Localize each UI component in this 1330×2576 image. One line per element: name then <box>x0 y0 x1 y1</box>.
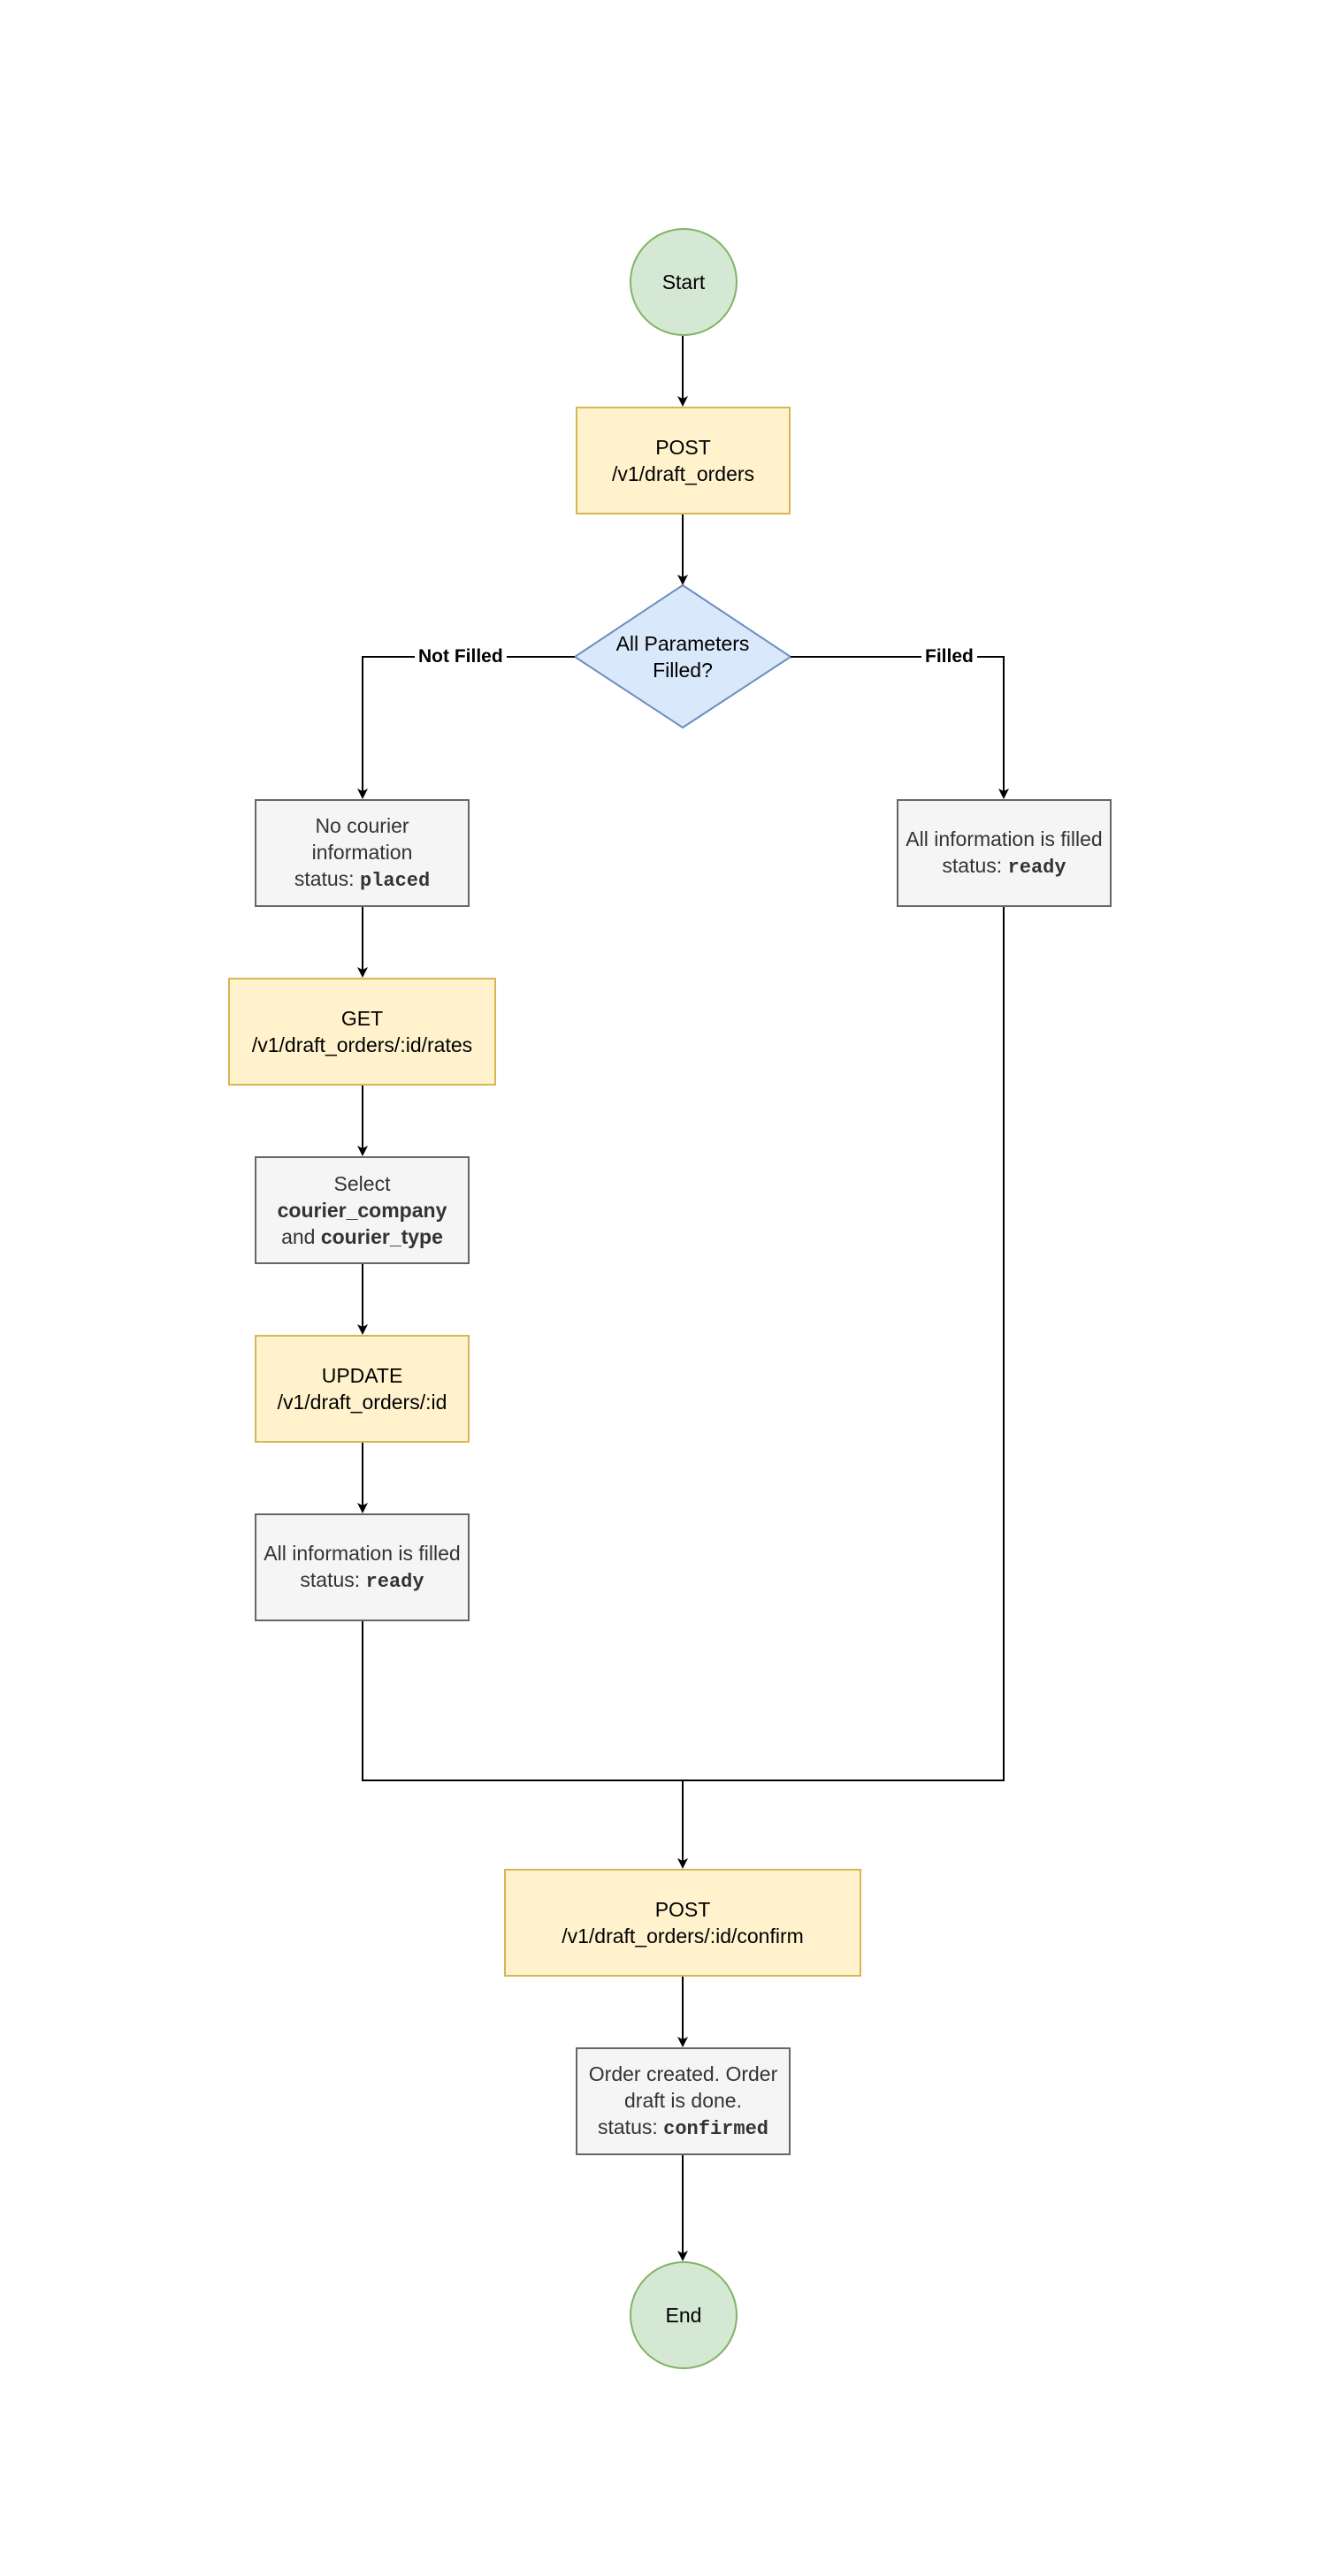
edge-decision-filled <box>791 656 1009 799</box>
get-rates-node[interactable]: GET /v1/draft_orders/:id/rates <box>228 978 496 1086</box>
start-node[interactable]: Start <box>630 228 738 336</box>
get-path-label: /v1/draft_orders/:id/rates <box>251 1033 473 1056</box>
no-courier-status: status: placed <box>294 865 430 895</box>
status-value-placed: placed <box>359 869 431 892</box>
select-line-3: and courier_type <box>281 1223 443 1250</box>
post-confirm-node[interactable]: POST /v1/draft_orders/:id/confirm <box>504 1869 861 1977</box>
select-courier-company: courier_company <box>277 1199 447 1222</box>
confirm-path-label: /v1/draft_orders/:id/confirm <box>562 1924 804 1947</box>
filled-right-node[interactable]: All information is filled status: ready <box>897 799 1112 907</box>
filled-left-status: status: ready <box>300 1566 424 1596</box>
filled-label: Filled <box>921 646 977 667</box>
status-value-confirmed: confirmed <box>663 2117 768 2140</box>
status-value-ready: ready <box>365 1570 424 1593</box>
filled-right-status: status: ready <box>942 852 1066 881</box>
decision-line-1: All Parameters <box>615 632 750 655</box>
status-value-ready: ready <box>1007 856 1066 879</box>
not-filled-label: Not Filled <box>415 646 507 667</box>
filled-left-node[interactable]: All information is filled status: ready <box>255 1513 470 1621</box>
decision-line-2: Filled? <box>653 659 713 682</box>
select-courier-type: courier_type <box>320 1225 443 1248</box>
post-draft-orders-node[interactable]: POST /v1/draft_orders <box>576 407 791 514</box>
select-courier-node[interactable]: Select courier_company and courier_type <box>255 1156 470 1264</box>
select-and: and <box>281 1225 321 1248</box>
no-courier-line-2: information <box>311 840 413 864</box>
post-method-label: POST <box>655 436 711 459</box>
edge-right-merge <box>683 907 1005 1781</box>
order-created-node[interactable]: Order created. Order draft is done. stat… <box>576 2047 791 2155</box>
start-label: Start <box>661 271 706 293</box>
decision-label: All Parameters Filled? <box>575 621 791 692</box>
edge-left-merge <box>362 1621 683 1781</box>
get-method-label: GET <box>340 1007 384 1030</box>
status-prefix: status: <box>294 866 360 890</box>
order-line-1: Order created. Order <box>588 2062 778 2085</box>
select-line-1: Select <box>333 1172 391 1195</box>
filled-right-line-1: All information is filled <box>906 827 1103 850</box>
confirm-method-label: POST <box>654 1898 711 1921</box>
no-courier-node[interactable]: No courier information status: placed <box>255 799 470 907</box>
decision-diamond[interactable] <box>573 583 792 729</box>
edge-decision-not-filled <box>357 656 575 799</box>
update-path-label: /v1/draft_orders/:id <box>277 1391 447 1414</box>
end-node[interactable]: End <box>630 2261 738 2369</box>
no-courier-line-1: No courier <box>315 813 409 837</box>
update-method-label: UPDATE <box>321 1364 403 1387</box>
order-status: status: confirmed <box>598 2114 768 2143</box>
status-prefix: status: <box>598 2115 664 2138</box>
status-prefix: status: <box>942 853 1008 877</box>
update-node[interactable]: UPDATE /v1/draft_orders/:id <box>255 1335 470 1443</box>
status-prefix: status: <box>300 1567 366 1591</box>
filled-left-line-1: All information is filled <box>264 1541 461 1565</box>
end-label: End <box>665 2304 702 2327</box>
post-path-label: /v1/draft_orders <box>611 462 755 485</box>
order-line-2: draft is done. <box>624 2088 742 2112</box>
